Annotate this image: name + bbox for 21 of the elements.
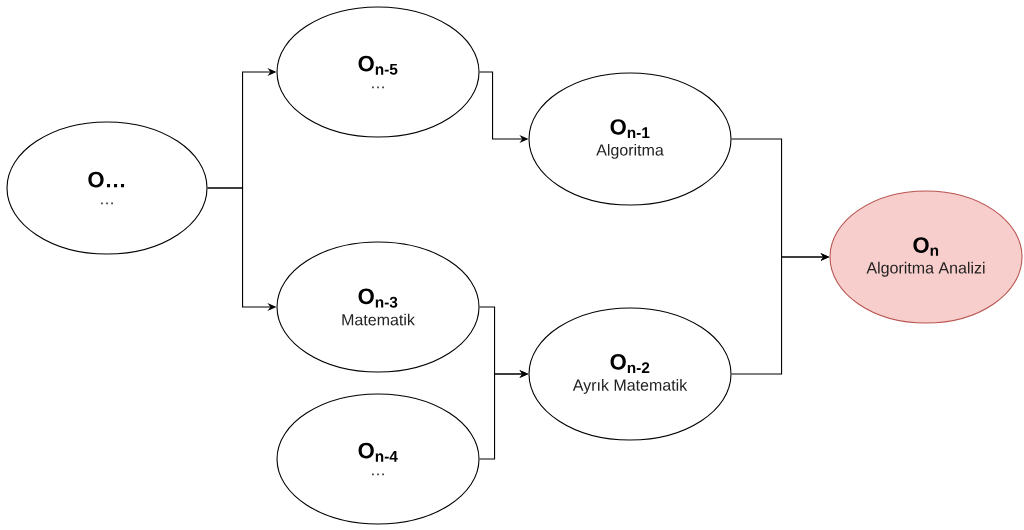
node-label: … (372, 86, 384, 89)
ellipse-node (6, 121, 208, 255)
node-label: Algoritma (596, 143, 664, 159)
node-label: … (101, 202, 113, 205)
node-label: O$_{n-3}$ (358, 288, 398, 308)
node-label: O$_{n-2}$ (610, 354, 650, 374)
node-label: Algoritma Analizi (866, 261, 985, 277)
node-label: Matematik (342, 313, 415, 326)
ellipse-node (276, 393, 480, 525)
ellipse-node (528, 307, 732, 441)
ellipse-node (276, 241, 480, 373)
node-label: O$_{n-1}$ (610, 119, 650, 138)
node-label: O… (88, 171, 125, 188)
node-label: Ayrık Matematik (572, 379, 688, 394)
node-label: O$_{n}$ (913, 237, 939, 256)
ellipse-node (528, 72, 732, 206)
ellipse-node (829, 190, 1023, 324)
ellipse-node (276, 6, 480, 138)
node-label: O$_{n-4}$ (358, 442, 398, 462)
node-label: … (372, 473, 384, 476)
node-label: O$_{n-5}$ (358, 55, 398, 75)
